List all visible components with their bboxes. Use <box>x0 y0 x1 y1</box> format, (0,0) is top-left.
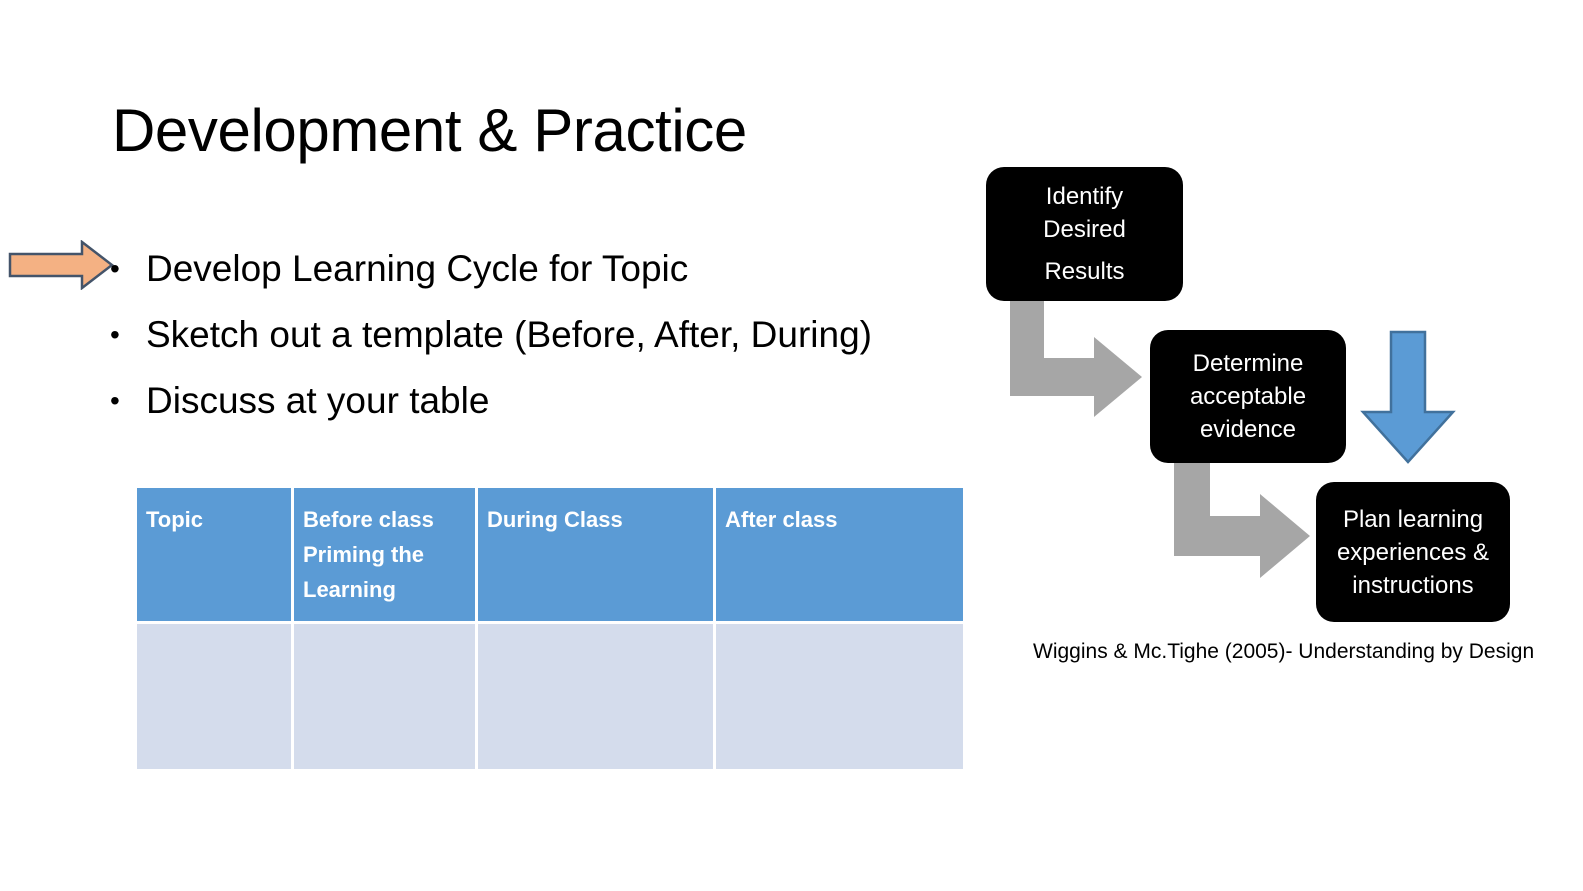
list-item: • Develop Learning Cycle for Topic <box>110 236 1010 302</box>
diagram-box-line: acceptable <box>1189 383 1307 410</box>
diagram-box-line: evidence <box>1199 416 1297 443</box>
diagram-box-line: Plan learning <box>1342 505 1484 533</box>
elbow-arrow-icon <box>974 290 1144 425</box>
table-header-after-class: After class <box>716 488 963 621</box>
line-spacer <box>1043 246 1126 255</box>
learning-cycle-table: Topic Before class Priming the Learning … <box>137 488 963 769</box>
diagram-box-line: Identify <box>1045 183 1124 210</box>
table-header-topic: Topic <box>137 488 294 621</box>
bullet-marker-icon: • <box>110 253 120 284</box>
table-cell-after-class[interactable] <box>716 621 963 769</box>
diagram-box-line: Determine <box>1192 350 1304 377</box>
table-header-before-class: Before class Priming the Learning <box>294 488 478 621</box>
diagram-box-line: Desired <box>1043 216 1126 243</box>
list-item-label: Sketch out a template (Before, After, Du… <box>146 314 872 355</box>
elbow-arrow-icon <box>1140 446 1312 586</box>
bullet-marker-icon: • <box>110 385 120 416</box>
diagram-box-determine-acceptable-evidence[interactable]: Determine acceptable evidence <box>1150 330 1346 463</box>
list-item: • Discuss at your table <box>110 368 1010 434</box>
bullet-marker-icon: • <box>110 319 120 350</box>
table-cell-during-class[interactable] <box>478 621 716 769</box>
table-header-row: Topic Before class Priming the Learning … <box>137 488 963 621</box>
citation-text: Wiggins & Mc.Tighe (2005)- Understanding… <box>1033 640 1535 663</box>
table-header-during-class: During Class <box>478 488 716 621</box>
diagram-box-line: instructions <box>1352 571 1474 599</box>
orange-right-arrow-icon <box>8 239 115 291</box>
diagram-box-line: experiences & <box>1336 538 1490 566</box>
table-cell-before-class[interactable] <box>294 621 478 769</box>
table-row <box>137 621 963 769</box>
list-item-label: Develop Learning Cycle for Topic <box>146 248 689 289</box>
diagram-box-plan-learning-experiences[interactable]: Plan learning experiences & instructions <box>1316 482 1510 622</box>
table-cell-topic[interactable] <box>137 621 294 769</box>
bullet-list: • Develop Learning Cycle for Topic • Ske… <box>110 236 1010 434</box>
ubd-backward-design-diagram: Identify Desired Results Determine accep… <box>960 150 1583 670</box>
page-title: Development & Practice <box>112 97 747 164</box>
list-item: • Sketch out a template (Before, After, … <box>110 302 1010 368</box>
diagram-box-identify-desired-results[interactable]: Identify Desired Results <box>986 167 1183 301</box>
diagram-box-line: Results <box>1044 258 1125 285</box>
blue-down-arrow-icon <box>1360 330 1456 465</box>
list-item-label: Discuss at your table <box>146 380 490 421</box>
